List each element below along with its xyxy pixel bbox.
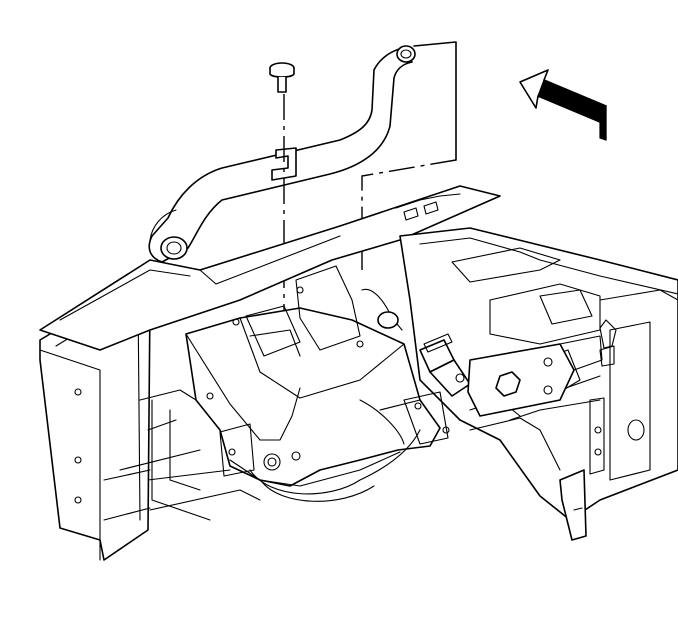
lower-dash-structure [103, 389, 561, 521]
bolt [269, 62, 295, 93]
mounting-bracket-right [467, 335, 603, 417]
hose-retaining-clip [271, 147, 297, 181]
hvac-support-bracket [185, 265, 450, 502]
cowl-panel [39, 185, 501, 351]
hose-connector-fitting [361, 288, 471, 397]
direction-arrow [519, 69, 607, 141]
